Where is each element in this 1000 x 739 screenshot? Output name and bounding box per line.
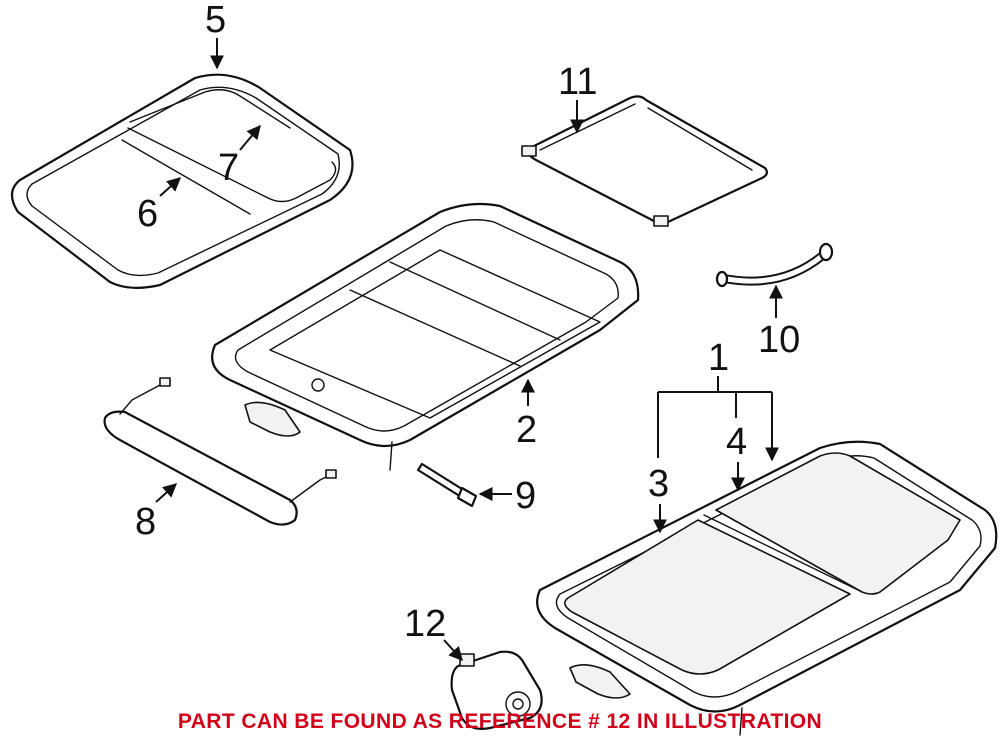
callout-7-label: 7	[218, 147, 239, 189]
callout-2: 2	[516, 378, 537, 451]
callout-9: 9	[478, 475, 536, 517]
callout-11-label: 11	[558, 61, 597, 103]
callout-10-label: 10	[758, 319, 800, 361]
callout-9-label: 9	[515, 475, 536, 517]
callout-1: 1	[657, 337, 779, 462]
callout-10: 10	[758, 284, 800, 361]
callout-12-label: 12	[404, 603, 446, 645]
callout-8: 8	[135, 483, 178, 543]
callout-4: 4	[726, 421, 747, 492]
callout-6-label: 6	[137, 193, 158, 235]
guide-pin	[416, 462, 478, 508]
callout-11: 11	[558, 61, 597, 134]
drain-hose	[715, 242, 834, 288]
callout-3-label: 3	[648, 463, 669, 505]
callout-5: 5	[205, 0, 226, 70]
sunroof-frame	[211, 202, 640, 471]
callout-7: 7	[218, 124, 261, 189]
sunroof-motor	[450, 650, 543, 730]
callout-4-label: 4	[726, 421, 747, 463]
wind-deflector	[103, 377, 337, 526]
reference-caption: PART CAN BE FOUND AS REFERENCE # 12 IN I…	[178, 710, 822, 733]
glass-panel	[10, 73, 354, 289]
callout-6: 6	[137, 177, 182, 235]
callout-1-label: 1	[708, 337, 729, 379]
sunshade	[521, 95, 769, 227]
callout-3: 3	[648, 463, 669, 534]
callout-2-label: 2	[516, 409, 537, 451]
callout-12: 12	[404, 603, 463, 662]
sunroof-assembly	[536, 440, 998, 736]
callout-5-label: 5	[205, 0, 226, 41]
callout-8-label: 8	[135, 501, 156, 543]
